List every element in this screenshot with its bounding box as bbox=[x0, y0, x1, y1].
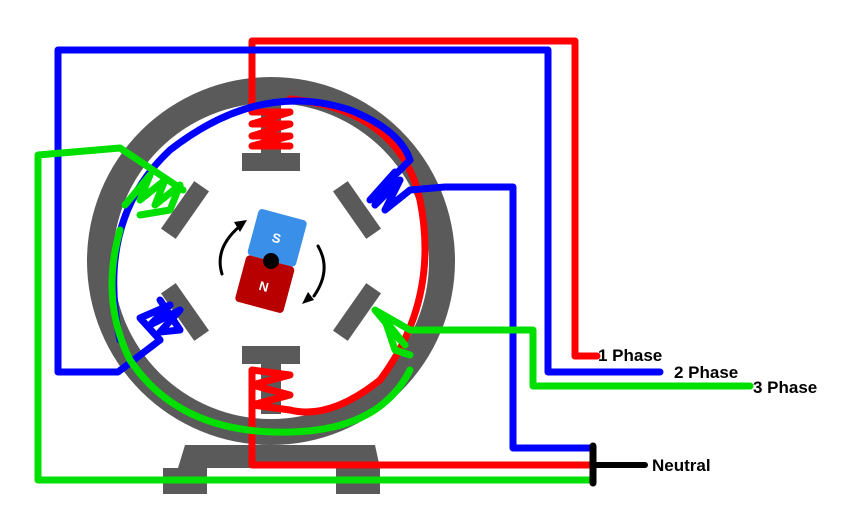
phase3-wiring bbox=[34, 144, 754, 484]
label-phase-2: 2 Phase bbox=[674, 363, 738, 382]
rotor-north-label: N bbox=[257, 278, 270, 295]
rotor-axle bbox=[263, 253, 279, 269]
arrow-head-right-icon bbox=[302, 292, 314, 304]
pole-lower-right bbox=[332, 283, 382, 341]
label-phase-1: 1 Phase bbox=[598, 346, 662, 365]
neutral-terminal bbox=[589, 442, 648, 487]
label-phase-3: 3 Phase bbox=[753, 378, 817, 397]
rotation-arrows bbox=[218, 224, 326, 298]
pole-upper-right bbox=[332, 181, 382, 239]
phase1-wiring bbox=[248, 37, 601, 469]
pole-upper-left bbox=[160, 181, 210, 239]
rotor-south-pole bbox=[247, 209, 307, 267]
rotation-arrowheads bbox=[234, 220, 314, 304]
rotor-magnet: S N bbox=[235, 209, 307, 313]
pole-bottom bbox=[242, 346, 300, 364]
arrow-head-left-icon bbox=[234, 220, 247, 232]
motor-base bbox=[163, 445, 380, 494]
pole-lower-left bbox=[160, 283, 210, 341]
rotor-south-label: S bbox=[270, 230, 283, 247]
label-neutral: Neutral bbox=[652, 456, 711, 475]
rotor-north-pole bbox=[235, 255, 295, 313]
pole-top bbox=[242, 153, 300, 171]
